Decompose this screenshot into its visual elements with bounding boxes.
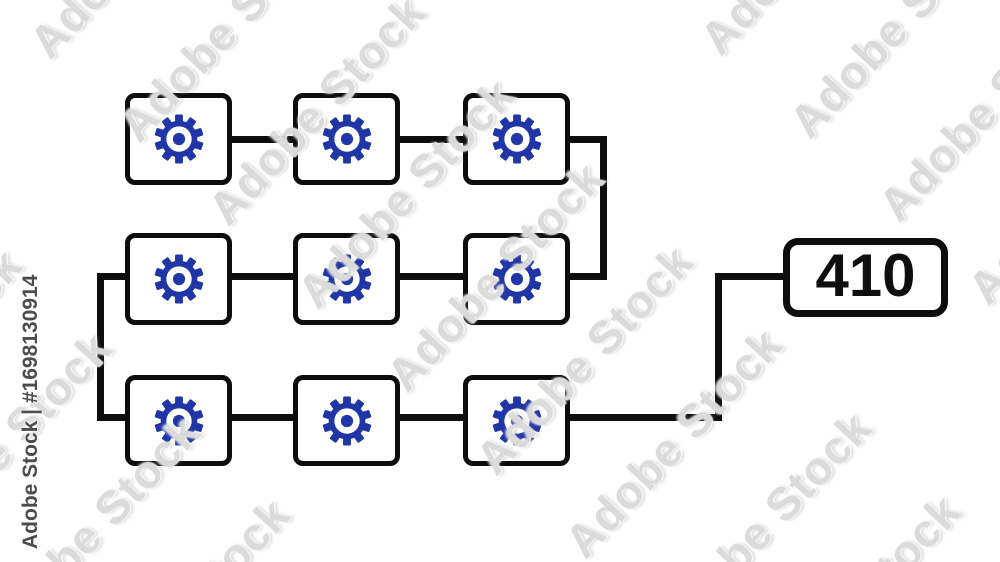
connector-r3c2-r3c3: [400, 414, 463, 421]
process-node-r2c3: [463, 233, 570, 325]
gear-icon: [154, 114, 203, 164]
connector-in-r2c3: [570, 273, 607, 280]
connector-r1c2-r1c3: [400, 136, 463, 143]
gear-icon: [322, 254, 371, 304]
connector-to-result: [722, 273, 783, 280]
process-node-r3c3: [463, 375, 570, 466]
watermark-text: Adobe Stock: [689, 0, 928, 65]
connector-r2c2-r2c1: [232, 273, 293, 280]
process-node-r2c1: [125, 233, 232, 325]
connector-r2c1-out: [97, 273, 125, 280]
watermark-text: Adobe Stock: [62, 487, 301, 562]
result-value: 410: [815, 241, 916, 309]
process-node-r2c2: [293, 233, 400, 325]
process-node-r1c2: [293, 93, 400, 185]
watermark-text: Adobe Stock: [554, 318, 792, 562]
watermark-text: Adobe Stock: [868, 0, 1000, 231]
process-node-r1c1: [125, 93, 232, 185]
process-node-r1c3: [463, 93, 570, 185]
connector-r2c3-r2c2: [400, 273, 463, 280]
watermark-text: Adobe Stock: [19, 0, 258, 69]
watermark-text: Adobe Stock: [732, 484, 971, 562]
gear-icon: [492, 396, 541, 445]
gear-icon: [492, 254, 541, 304]
watermark-text: Adobe Stock: [0, 238, 33, 487]
connector-right-drop-1: [600, 136, 607, 280]
gear-icon: [322, 114, 371, 164]
connector-in-r3c1: [97, 414, 125, 421]
connector-r1c1-r1c2: [232, 136, 293, 143]
connector-r3c3-out: [570, 414, 722, 421]
gear-icon: [154, 396, 203, 445]
result-box: 410: [783, 238, 948, 317]
connector-r3c1-r3c2: [232, 414, 293, 421]
watermark-text: Adobe Stock: [957, 65, 1000, 314]
connector-right-rise: [715, 273, 722, 421]
process-node-r3c1: [125, 375, 232, 466]
watermark-text: Adobe Stock: [779, 0, 1000, 148]
gear-icon: [322, 396, 371, 445]
process-node-r3c2: [293, 375, 400, 466]
gear-icon: [154, 254, 203, 304]
stock-id-watermark: Adobe Stock | #1698130914: [19, 274, 42, 549]
connector-r1c3-out: [570, 136, 607, 143]
connector-left-drop: [97, 273, 104, 421]
watermark-text: Adobe Stock: [643, 401, 882, 562]
gear-icon: [492, 114, 541, 164]
